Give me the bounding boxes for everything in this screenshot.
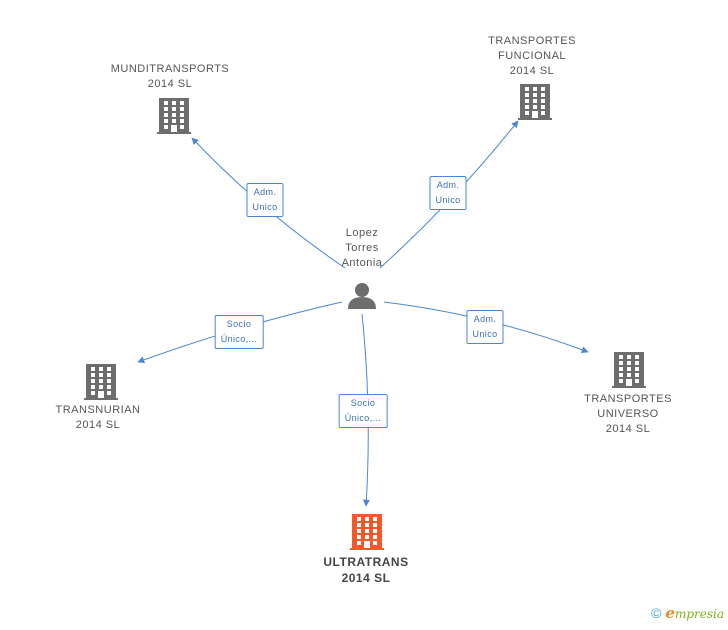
brand-logo-initial: e <box>665 604 675 622</box>
edge-label-ultratrans: Socio Único,... <box>338 394 388 428</box>
person-name-label[interactable]: Lopez Torres Antonia <box>341 227 383 269</box>
building-icon-transportes-universo[interactable] <box>612 352 646 388</box>
company-label-transnurian[interactable]: TRANSNURIAN 2014 SL <box>55 404 141 431</box>
company-label-transportes-universo[interactable]: TRANSPORTES UNIVERSO 2014 SL <box>584 393 672 435</box>
company-label-munditransports[interactable]: MUNDITRANSPORTS 2014 SL <box>110 63 230 90</box>
company-label-ultratrans[interactable]: ULTRATRANS 2014 SL <box>323 555 409 585</box>
building-icon-ultratrans[interactable] <box>350 514 384 550</box>
company-label-transportes-funcional[interactable]: TRANSPORTES FUNCIONAL 2014 SL <box>488 35 576 77</box>
copyright-icon: © <box>651 605 662 621</box>
footer-brand[interactable]: ©empresia <box>651 604 724 622</box>
brand-logo-text: mpresia <box>674 607 724 621</box>
building-icon-transnurian[interactable] <box>84 364 118 400</box>
building-icon-munditransports[interactable] <box>157 98 191 134</box>
edge-label-transportes-funcional: Adm. Unico <box>429 176 467 210</box>
edge-label-transportes-universo: Adm. Unico <box>466 310 504 344</box>
edge-label-munditransports: Adm. Unico <box>246 183 284 217</box>
building-icon-transportes-funcional[interactable] <box>518 84 552 120</box>
edge-label-transnurian: Socio Único,... <box>214 315 264 349</box>
person-icon[interactable] <box>348 283 376 309</box>
